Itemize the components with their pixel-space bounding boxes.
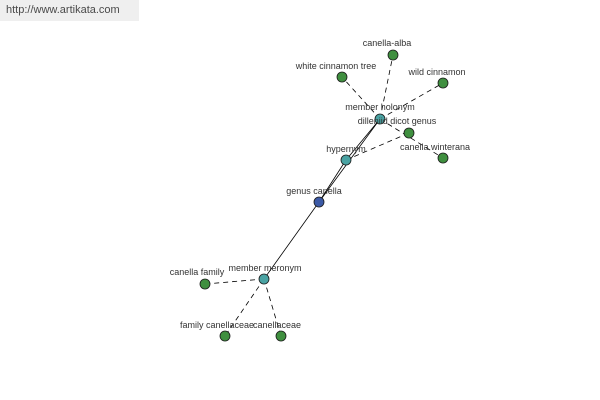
label-member-meronym: member meronym [228, 263, 301, 273]
node-family-canellaceae[interactable] [219, 330, 231, 342]
label-white-cinnamon-tree: white cinnamon tree [295, 61, 377, 71]
node-canella-alba[interactable] [387, 49, 399, 61]
edge-meronym-family [204, 278, 265, 285]
edge-genus-hypernym [318, 159, 347, 203]
label-member-holonym: member holonym [345, 102, 415, 112]
edge-holonym-wild [379, 82, 444, 120]
node-canellaceae[interactable] [275, 330, 287, 342]
edge-holonym-alba [379, 54, 394, 120]
edge-meronym-familycanellaceae [224, 278, 265, 337]
edge-hypernym-holonym [345, 118, 381, 161]
edge-holonym-white [341, 76, 381, 120]
node-member-meronym[interactable] [258, 273, 270, 285]
node-wild-cinnamon[interactable] [437, 77, 449, 89]
edge-hypernym-dicot [345, 132, 410, 161]
node-genus-canella[interactable] [313, 196, 325, 208]
edge-meronym-canellaceae [263, 278, 282, 337]
label-canella-family: canella family [170, 267, 225, 277]
edge-genus-meronym [263, 201, 320, 280]
node-member-holonym[interactable] [374, 113, 386, 125]
node-white-cinnamon-tree[interactable] [336, 71, 348, 83]
label-hypernym: hypernym [326, 144, 366, 154]
label-genus-canella: genus canella [286, 186, 342, 196]
label-dilleniid-dicot-genus: dilleniid dicot genus [358, 116, 437, 126]
node-canella-winterana[interactable] [437, 152, 449, 164]
node-hypernym[interactable] [340, 154, 352, 166]
node-canella-family[interactable] [199, 278, 211, 290]
label-canella-alba: canella-alba [363, 38, 412, 48]
label-canellaceae: canellaceae [253, 320, 301, 330]
label-family-canellaceae: family canellaceae [180, 320, 254, 330]
node-dilleniid-dicot-genus[interactable] [403, 127, 415, 139]
label-wild-cinnamon: wild cinnamon [407, 67, 465, 77]
edge-holonym-winterana [379, 118, 444, 159]
watermark-url: http://www.artikata.com [0, 0, 139, 21]
label-canella-winterana: canella winterana [400, 142, 470, 152]
